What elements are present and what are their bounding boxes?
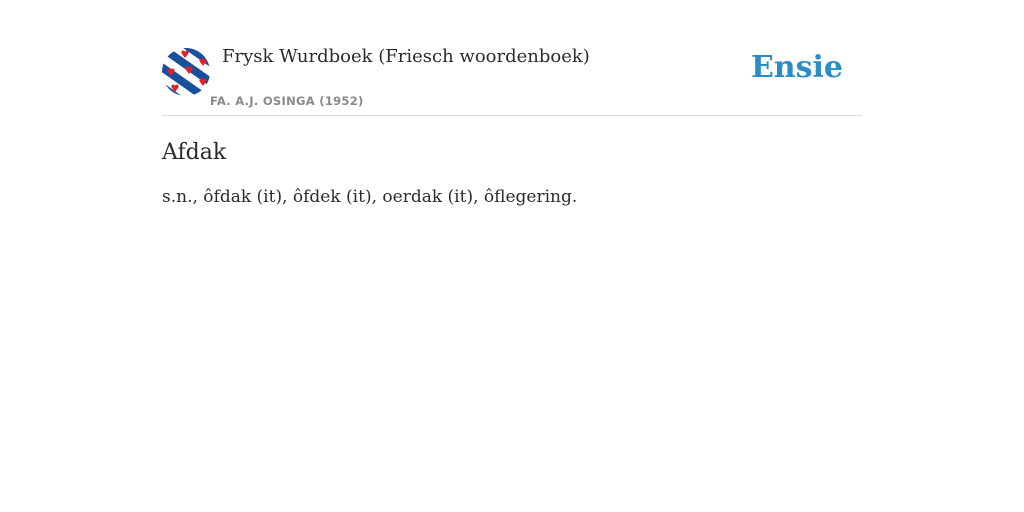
entry-headword: Afdak: [162, 140, 227, 165]
dictionary-author: FA. A.J. OSINGA (1952): [210, 94, 364, 108]
dictionary-header: Frysk Wurdboek (Friesch woordenboek) FA.…: [162, 44, 862, 116]
entry-definition: s.n., ôfdak (it), ôfdek (it), oerdak (it…: [162, 187, 578, 207]
frisian-flag-icon: [162, 48, 210, 96]
dictionary-title: Frysk Wurdboek (Friesch woordenboek): [222, 46, 590, 67]
ensie-logo-link[interactable]: Ensie: [750, 50, 843, 85]
page: Frysk Wurdboek (Friesch woordenboek) FA.…: [162, 0, 862, 207]
